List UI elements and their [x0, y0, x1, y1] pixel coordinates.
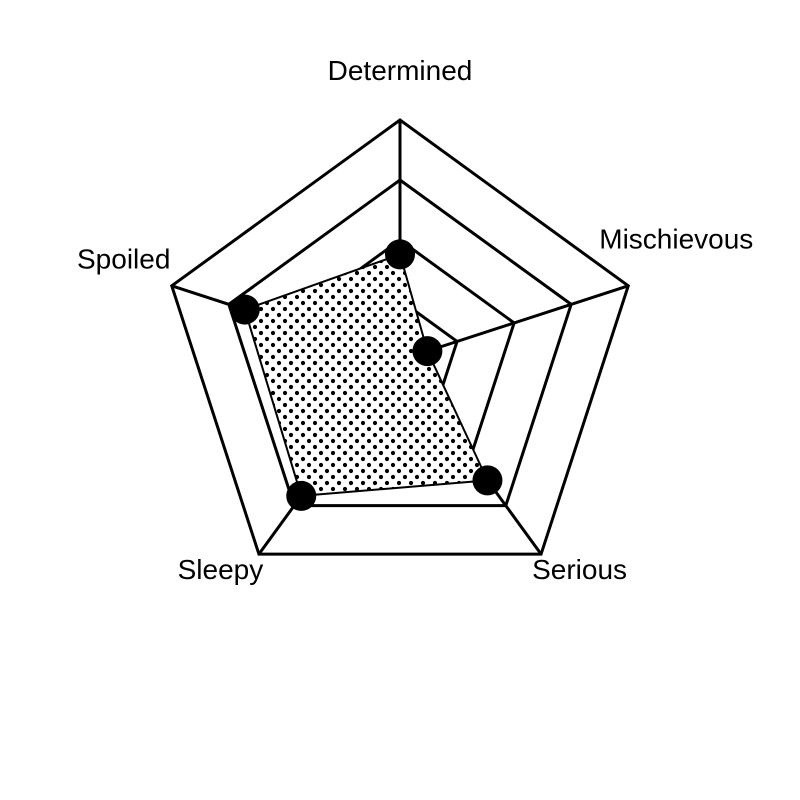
data-point-determined	[385, 239, 415, 270]
data-point-serious	[472, 465, 503, 496]
grid-ring-3	[227, 178, 573, 508]
axis-label-serious: Serious	[532, 554, 627, 585]
radar-series	[229, 239, 503, 511]
axis-label-mischievous: Mischievous	[599, 223, 753, 254]
grid-ring-4	[169, 118, 631, 556]
data-point-mischievous	[412, 336, 443, 367]
data-point-sleepy	[286, 480, 317, 511]
axis-label-determined: Determined	[328, 55, 473, 86]
data-point-spoiled	[229, 294, 260, 325]
axis-label-sleepy: Sleepy	[178, 554, 264, 585]
series-area	[243, 253, 489, 497]
axis-label-spoiled: Spoiled	[77, 243, 170, 274]
